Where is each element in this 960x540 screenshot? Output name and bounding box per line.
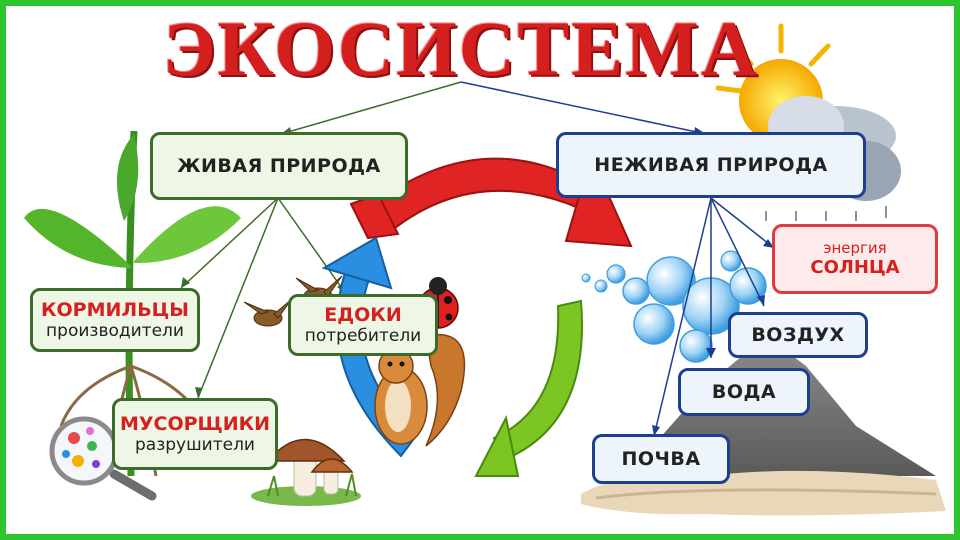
squirrel-icon	[374, 334, 466, 447]
consumers-box: ЕДОКИ потребители	[288, 294, 438, 356]
water-label: ВОДА	[711, 381, 777, 403]
cycle-arrow-red	[349, 153, 633, 248]
living-nature-box: ЖИВАЯ ПРИРОДА	[150, 132, 408, 200]
page-title: ЭКОСИСТЕМА	[162, 5, 760, 92]
air-label: ВОЗДУХ	[751, 324, 845, 346]
decomposers-box: МУСОРЩИКИ разрушители	[112, 398, 278, 470]
consumers-subtitle: потребители	[304, 326, 422, 346]
mountain-icon	[581, 336, 946, 516]
soil-box: ПОЧВА	[592, 434, 730, 484]
cycle-arrow-green	[474, 299, 583, 477]
producers-box: КОРМИЛЬЦЫ производители	[30, 288, 200, 352]
sun-energy-box: энергия СОЛНЦА	[772, 224, 938, 294]
mushroom-icon	[251, 438, 361, 506]
producers-title: КОРМИЛЬЦЫ	[41, 299, 189, 321]
living-nature-label: ЖИВАЯ ПРИРОДА	[177, 155, 381, 177]
nonliving-nature-label: НЕЖИВАЯ ПРИРОДА	[594, 154, 828, 176]
sun-energy-line1: энергия	[823, 239, 887, 257]
air-box: ВОЗДУХ	[728, 312, 868, 358]
living-connectors	[180, 197, 347, 399]
decomposers-title: МУСОРЩИКИ	[119, 413, 271, 435]
sun-energy-line2: СОЛНЦА	[810, 257, 900, 278]
nonliving-arrowheads	[652, 239, 774, 436]
diagram-scene	[24, 23, 946, 516]
consumers-title: ЕДОКИ	[324, 304, 402, 326]
producers-subtitle: производители	[46, 321, 184, 341]
water-box: ВОДА	[678, 368, 810, 416]
decomposers-subtitle: разрушители	[135, 435, 255, 455]
nonliving-connectors	[653, 197, 775, 437]
nonliving-nature-box: НЕЖИВАЯ ПРИРОДА	[556, 132, 866, 198]
bubbles-icon	[581, 250, 773, 363]
soil-label: ПОЧВА	[621, 448, 701, 470]
